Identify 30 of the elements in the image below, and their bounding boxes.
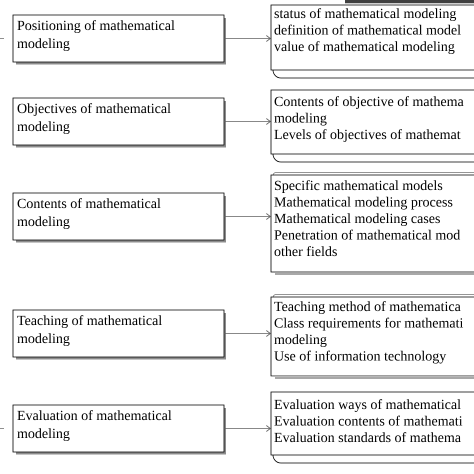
list-item: Mathematical modeling process — [274, 196, 452, 210]
topic-box: Evaluation of mathematical modeling — [12, 404, 226, 454]
topic-box: Objectives of mathematical modeling — [12, 98, 226, 148]
list-box — [270, 392, 474, 464]
topic-box: Contents of mathematical modeling — [12, 192, 226, 242]
list-box — [270, 4, 474, 78]
arrow — [224, 35, 271, 42]
list-item: Evaluation contents of mathemati — [274, 416, 462, 426]
list-item: Evaluation standards of mathema — [274, 432, 461, 442]
arrow — [224, 425, 271, 432]
list-item: status of mathematical modeling — [274, 8, 456, 22]
list-item: Class requirements for mathemati modeling — [274, 318, 464, 348]
list-item: definition of mathematical model — [274, 24, 461, 35]
list-item: Levels of objectives of mathemat — [274, 129, 461, 142]
list-item: Teaching method of mathematica — [274, 301, 461, 314]
arrow — [224, 118, 271, 125]
topic-box: Teaching of mathematical modeling — [12, 310, 226, 360]
list-item: Mathematical modeling cases — [274, 213, 440, 226]
list-box — [270, 294, 474, 379]
list-item: Penetration of mathematical mod other fields — [274, 230, 460, 256]
list-box — [270, 172, 474, 275]
list-item: Specific mathematical models — [274, 180, 442, 193]
arrow — [224, 330, 271, 337]
topic-box: Positioning of mathematical modeling — [12, 14, 226, 64]
list-item: value of mathematical modeling — [274, 41, 455, 54]
list-item: Contents of objective of mathema modeling — [274, 96, 464, 126]
list-item: Evaluation ways of mathematical — [274, 399, 461, 412]
list-box — [270, 90, 474, 162]
list-item: Use of information technology — [274, 350, 446, 364]
arrow — [224, 213, 271, 220]
